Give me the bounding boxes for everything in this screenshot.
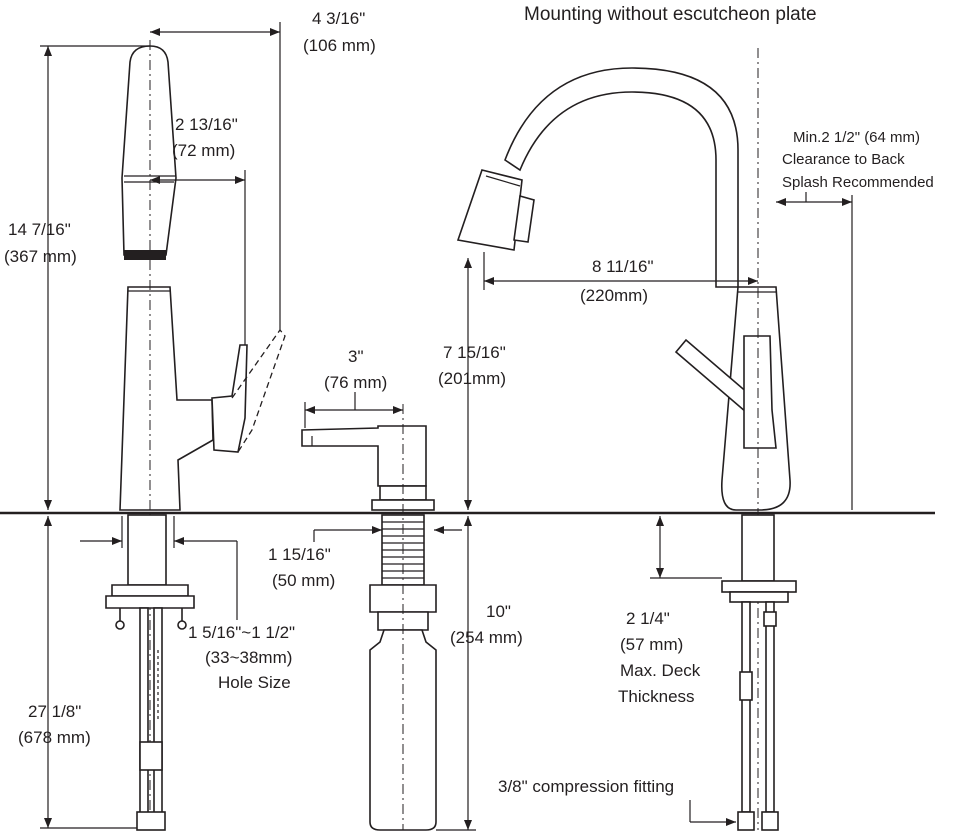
hose-fitting (136, 811, 166, 831)
dim-hole-imperial: 1 5/16"~1 1/2" (188, 623, 295, 642)
dim-hole-note: Hole Size (218, 673, 291, 692)
dim-reach-metric: (220mm) (580, 286, 648, 305)
handle-cartridge (743, 335, 777, 449)
faucet-body (119, 286, 214, 511)
diagram-title: Mounting without escutcheon plate (524, 4, 817, 25)
front-view-faucet (456, 48, 853, 831)
dim-hole-metric: (33~38mm) (205, 648, 292, 667)
dim-spout-top-imperial: 4 3/16" (312, 9, 365, 28)
dim-backsplash-line2: Clearance to Back (782, 151, 905, 168)
dim-handle-imperial: 2 13/16" (175, 115, 238, 134)
dim-bottle-imperial: 10" (486, 602, 511, 621)
dim-height-metric: (367 mm) (4, 247, 77, 266)
dim-handle-metric: (72 mm) (172, 141, 235, 160)
soap-pump-head (301, 425, 427, 487)
dim-clearance-metric: (201mm) (438, 369, 506, 388)
supply-hose-left (139, 607, 149, 814)
dim-deck-line3: Max. Deck (620, 661, 701, 680)
dim-height-imperial: 14 7/16" (8, 220, 71, 239)
dim-reach-imperial: 8 11/16" (592, 257, 654, 276)
mounting-plate (105, 595, 195, 609)
dim-soap-hole-imperial: 1 15/16" (268, 545, 331, 564)
aerator (124, 250, 166, 260)
soap-dispenser (301, 392, 476, 831)
dim-deck-imperial: 2 1/4" (626, 609, 670, 628)
dim-deck-metric: (57 mm) (620, 635, 683, 654)
dim-soap-hole-metric: (50 mm) (272, 571, 335, 590)
dim-backsplash-line1: Min.2 1/2" (64 mm) (793, 129, 920, 146)
front-hose-left (741, 601, 751, 813)
handle-closed (211, 344, 248, 453)
front-hose-right (765, 601, 775, 813)
dim-deck-line4: Thickness (618, 687, 695, 706)
fitting-label: 3/8" compression fitting (498, 777, 674, 796)
gooseneck-spout (504, 67, 739, 288)
dim-soap-reach-metric: (76 mm) (324, 373, 387, 392)
side-view-faucet (40, 22, 286, 831)
front-fitting-right (761, 811, 779, 831)
dim-spout-top-metric: (106 mm) (303, 36, 376, 55)
shank (127, 514, 167, 586)
dim-bottle-metric: (254 mm) (450, 628, 523, 647)
hose-crimp (139, 741, 163, 771)
dim-below-imperial: 27 1/8" (28, 702, 81, 721)
spray-head-front (456, 169, 523, 251)
dim-soap-reach-imperial: 3" (348, 347, 364, 366)
spray-head (121, 45, 177, 256)
front-fitting-left (737, 811, 755, 831)
dim-below-metric: (678 mm) (18, 728, 91, 747)
handle-open-outline (231, 328, 286, 453)
dim-clearance-imperial: 7 15/16" (443, 343, 506, 362)
mounting-nut (111, 584, 189, 597)
dim-backsplash-line3: Splash Recommended (782, 174, 934, 191)
front-mount-plate (721, 580, 797, 593)
